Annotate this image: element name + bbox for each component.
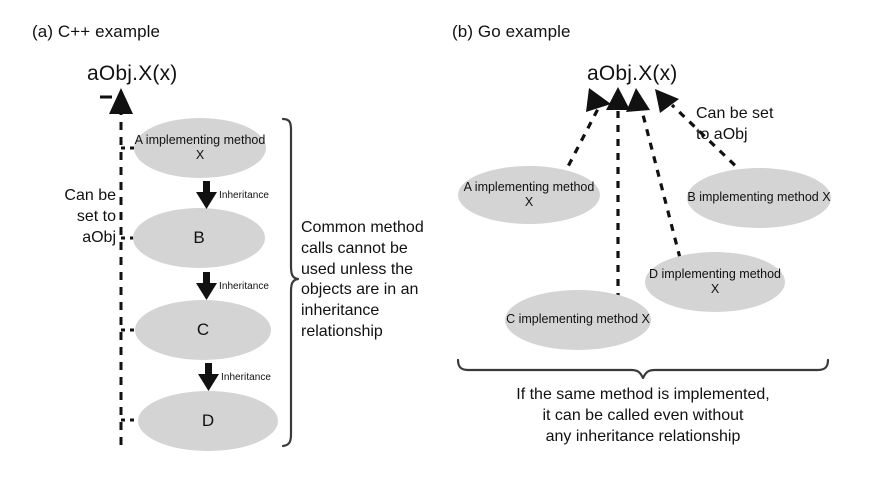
panel-a-call-label: aObj.X(x) [87, 62, 178, 85]
panel-b-call-label: aObj.X(x) [587, 62, 678, 85]
panel-a-brace [281, 117, 300, 448]
panel-a-left-note: Can be set to aObj [64, 187, 116, 246]
panel-a-inheritance-arrow-1 [196, 181, 217, 209]
panel-b-brace [456, 358, 830, 380]
panel-a-inheritance-arrow-3 [198, 363, 219, 391]
panel-a-inheritance-arrow-2 [196, 272, 217, 300]
panel-a-node-d [138, 391, 278, 451]
panel-b-node-c [505, 290, 651, 350]
panel-b-call-line-c [606, 87, 630, 300]
panel-b-bottom-note: If the same method is implemented, it ca… [516, 386, 770, 445]
panel-a-title: (a) C++ example [32, 22, 161, 41]
panel-a-edge-label-2: Inheritance [219, 281, 270, 292]
panel-b-node-b [687, 168, 831, 228]
panel-b-call-line-a [560, 88, 611, 179]
panel-b-node-d [645, 252, 785, 312]
panel-a-node-a [134, 118, 266, 178]
panel-b-call-line-d [626, 88, 682, 259]
panel-a-right-note: Common method calls cannot be used unles… [301, 219, 424, 340]
panel-b-call-line-b [655, 89, 747, 177]
panel-a-node-c [135, 300, 271, 360]
panel-b-side-note: Can be set to aObj [696, 105, 774, 143]
panel-b-node-a [458, 166, 600, 224]
panel-a-edge-label-1: Inheritance [219, 190, 270, 201]
panel-a-node-b [133, 208, 265, 268]
panel-a-call-arrow [100, 88, 133, 445]
panel-b-title: (b) Go example [452, 22, 571, 41]
panel-a-edge-label-3: Inheritance [221, 372, 272, 383]
